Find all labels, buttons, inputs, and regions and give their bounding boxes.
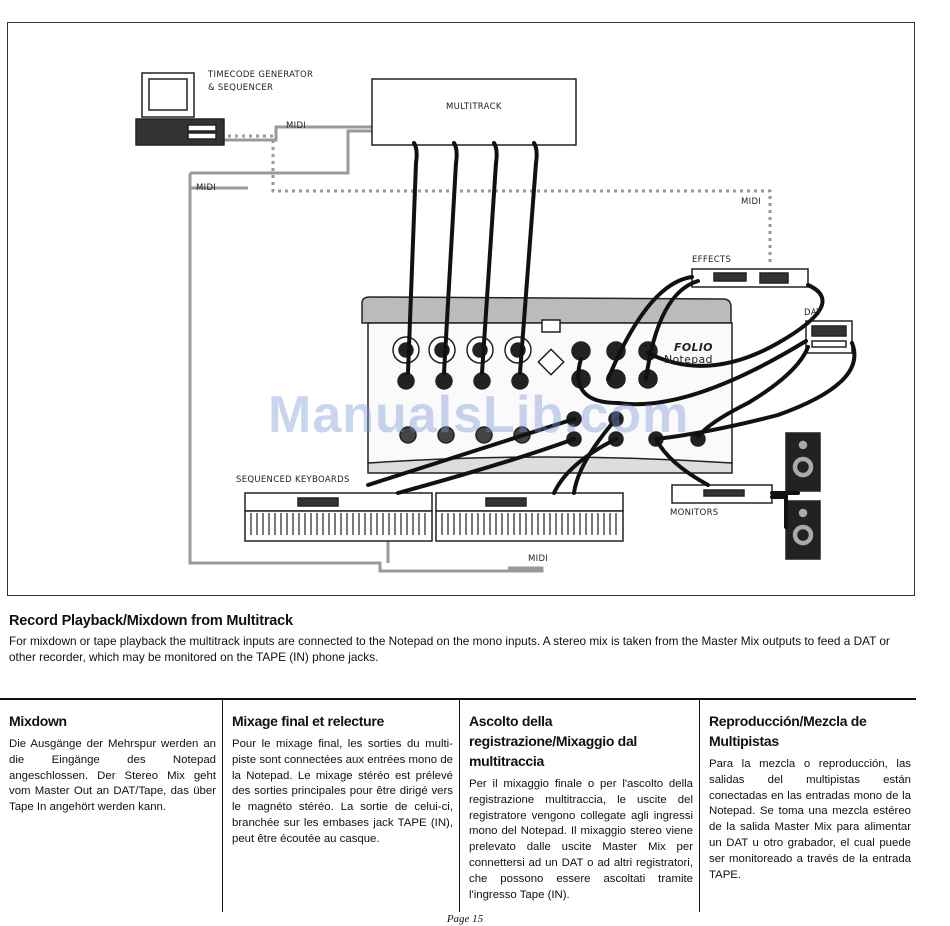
- notepad-logo: Notepad: [664, 353, 713, 366]
- section-divider: [0, 698, 916, 700]
- sequencer-label: & SEQUENCER: [208, 83, 274, 93]
- midi-label-right: MIDI: [741, 197, 762, 207]
- column-italian: Ascolto della registrazione/Mixaggio dal…: [459, 700, 699, 912]
- page-number: Page 15: [446, 913, 484, 925]
- column-body: Die Ausgänge der Mehrspur werden an die …: [9, 738, 216, 814]
- column-body: Pour le mixage final, les sorties du mul…: [232, 738, 453, 845]
- midi-label-top: MIDI: [286, 121, 307, 131]
- diagram-drawing: [135, 72, 857, 573]
- multitrack-label: MULTITRACK: [446, 102, 502, 112]
- monitors-label: MONITORS: [670, 508, 719, 518]
- column-title: Reproducción/Mezcla de Multipistas: [709, 713, 867, 749]
- monitor-amp: [671, 484, 773, 504]
- column-french: Mixage final et relecture Pour le mixage…: [222, 700, 459, 912]
- caption-title: Record Playback/Mixdown from Multitrack: [9, 613, 293, 629]
- keyboards: [244, 492, 624, 542]
- column-body: Per il mixaggio finale o per l'ascolto d…: [469, 778, 693, 901]
- effects-unit: [691, 268, 809, 288]
- column-spanish: Reproducción/Mezcla de Multipistas Para …: [699, 700, 917, 912]
- computer: [135, 72, 225, 146]
- connection-diagram: TIMECODE GENERATOR & SEQUENCER MULTITRAC…: [7, 22, 915, 596]
- folio-logo: FOLIO: [674, 341, 713, 354]
- column-body: Para la mezcla o reproducción, las salid…: [709, 758, 911, 881]
- dat-unit: [805, 320, 853, 354]
- column-title: Mixage final et relecture: [232, 713, 385, 729]
- effects-label: EFFECTS: [692, 255, 732, 265]
- caption: Record Playback/Mixdown from Multitrack …: [9, 613, 915, 665]
- watermark: ManualsLib.com: [268, 386, 690, 444]
- monitor-speakers: [785, 432, 821, 560]
- mixer: [361, 296, 733, 474]
- sequenced-keyboards-label: SEQUENCED KEYBOARDS: [236, 475, 350, 485]
- multitrack-box: [371, 78, 577, 146]
- caption-body: For mixdown or tape playback the multitr…: [9, 634, 890, 664]
- dat-label: DAT: [804, 308, 822, 318]
- timecode-label: TIMECODE GENERATOR: [208, 70, 314, 80]
- midi-label-left: MIDI: [196, 183, 217, 193]
- midi-label-bottom: MIDI: [528, 554, 549, 564]
- column-title: Mixdown: [9, 713, 67, 729]
- column-title: Ascolto della registrazione/Mixaggio dal…: [469, 713, 638, 769]
- column-german: Mixdown Die Ausgänge der Mehrspur werden…: [0, 700, 222, 912]
